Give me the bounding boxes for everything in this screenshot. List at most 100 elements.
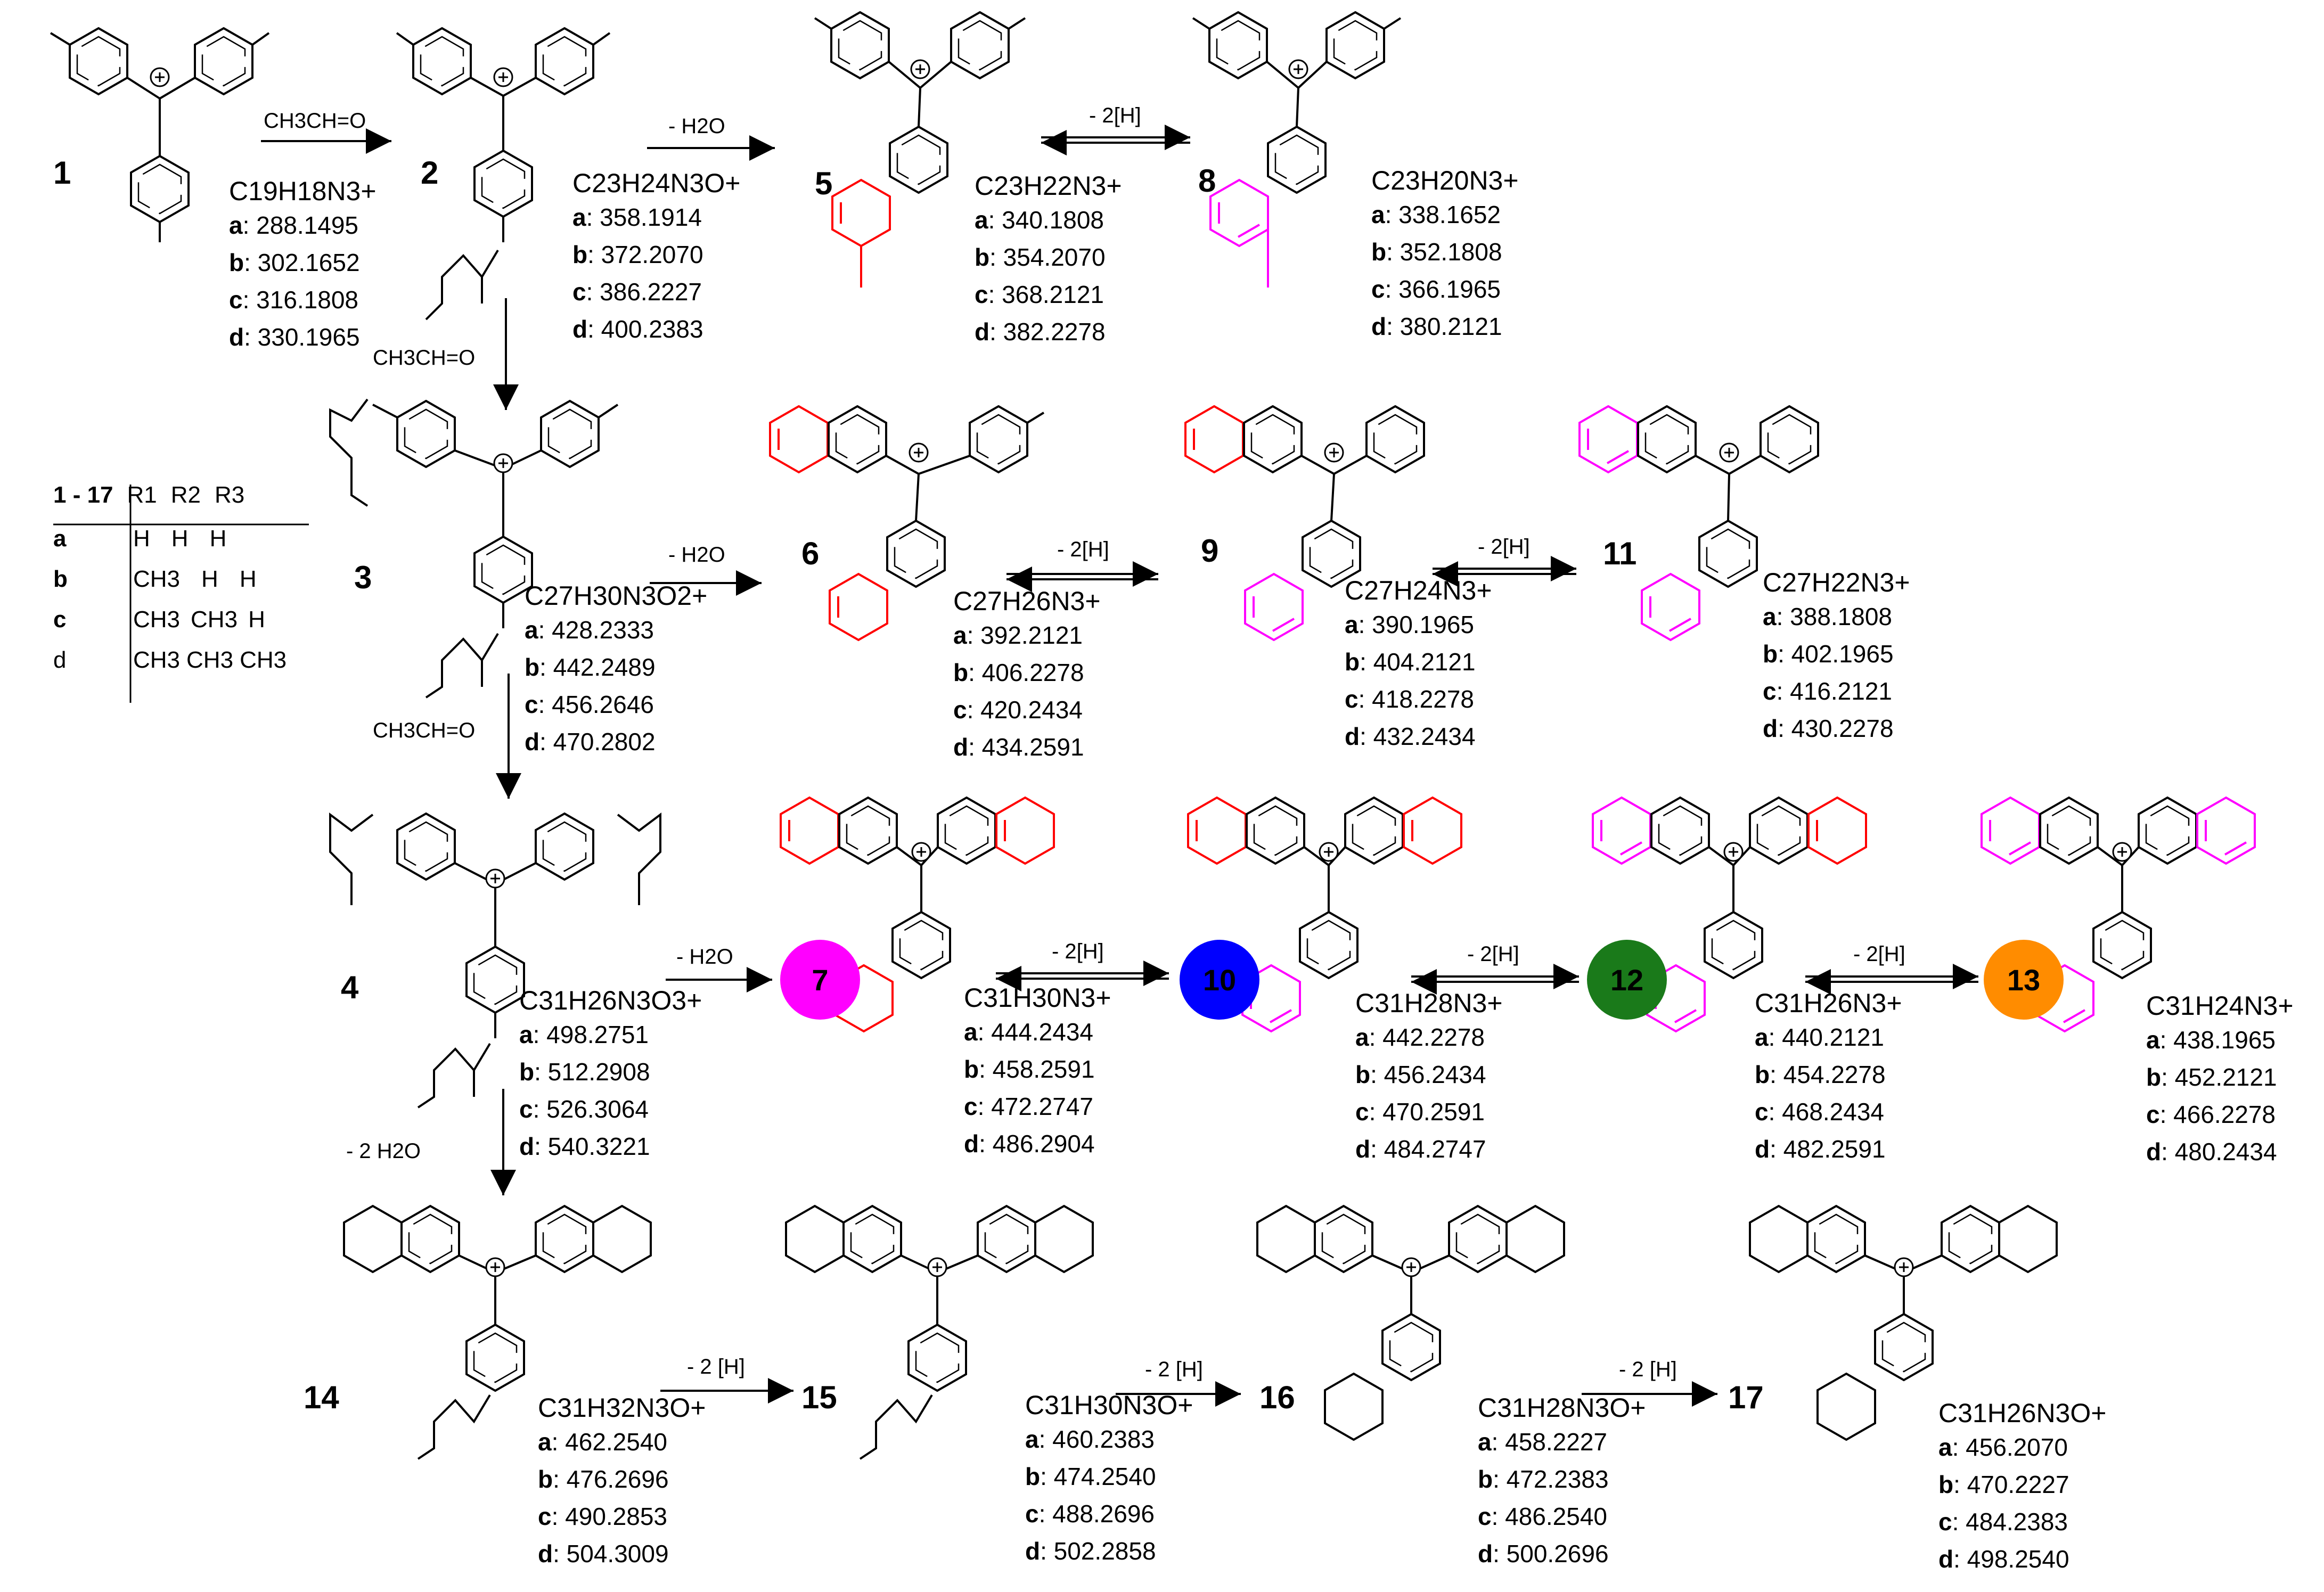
data-block-12: C31H26N3+ a: 440.2121 b: 454.2278 c: 468… (1755, 988, 1902, 1168)
structure-3 (329, 398, 619, 699)
formula-6: C27H26N3+ (953, 586, 1101, 616)
formula-1: C19H18N3+ (229, 176, 377, 206)
data-block-11: C27H22N3+ a: 388.1808 b: 402.1965 c: 416… (1763, 567, 1910, 747)
structure-5 (814, 11, 1026, 288)
structure-17 (1749, 1204, 2058, 1441)
reagent-3-to-6: - H2O (668, 543, 725, 567)
data-block-7: C31H30N3+ a: 444.2434 b: 458.2591 c: 472… (964, 982, 1111, 1162)
structure-6 (769, 405, 1045, 641)
compound-number-4: 4 (341, 970, 359, 1005)
reagent-12-to-13: - 2[H] (1853, 942, 1905, 966)
structure-12 (1592, 797, 1867, 1032)
data-block-2: C23H24N3O+ a: 358.1914 b: 372.2070 c: 38… (572, 168, 740, 348)
formula-3: C27H30N3O2+ (525, 581, 708, 611)
structure-13 (1981, 797, 2256, 1032)
formula-5: C23H22N3+ (975, 171, 1122, 201)
mass-list-3: a: 428.2333 b: 442.2489 c: 456.2646 d: 4… (525, 616, 656, 756)
mass-list-2: a: 358.1914 b: 372.2070 c: 386.2227 d: 4… (572, 203, 703, 343)
mass-list-13: a: 438.1965 b: 452.2121 c: 466.2278 d: 4… (2146, 1026, 2277, 1166)
reagent-3-to-4: CH3CH=O (373, 719, 476, 742)
data-block-15: C31H30N3O+ a: 460.2383 b: 474.2540 c: 48… (1025, 1390, 1193, 1570)
data-block-17: C31H26N3O+ a: 456.2070 b: 470.2227 c: 48… (1938, 1398, 2106, 1578)
compound-number-11: 11 (1603, 536, 1637, 571)
formula-15: C31H30N3O+ (1025, 1390, 1193, 1420)
reagent-7-to-10: - 2[H] (1052, 940, 1104, 963)
formula-8: C23H20N3+ (1371, 166, 1519, 195)
data-block-16: C31H28N3O+ a: 458.2227 b: 472.2383 c: 48… (1478, 1392, 1646, 1572)
badge-compound-12: 12 (1587, 940, 1667, 1020)
compound-number-16: 16 (1259, 1380, 1295, 1415)
compound-number-9: 9 (1201, 533, 1219, 569)
mass-list-6: a: 392.2121 b: 406.2278 c: 420.2434 d: 4… (953, 621, 1084, 761)
substituent-table-lines (53, 485, 309, 703)
data-block-6: C27H26N3+ a: 392.2121 b: 406.2278 c: 420… (953, 586, 1101, 766)
reagent-10-to-12: - 2[H] (1467, 942, 1519, 966)
mass-list-12: a: 440.2121 b: 454.2278 c: 468.2434 d: 4… (1755, 1023, 1886, 1163)
structure-2 (396, 27, 611, 321)
compound-number-15: 15 (801, 1380, 837, 1415)
reagent-6-to-9: - 2[H] (1057, 538, 1109, 561)
compound-number-17: 17 (1728, 1380, 1764, 1415)
mass-list-4: a: 498.2751 b: 512.2908 c: 526.3064 d: 5… (519, 1021, 650, 1160)
compound-number-8: 8 (1198, 163, 1216, 199)
reagent-2-to-5: - H2O (668, 114, 725, 138)
structure-11 (1578, 405, 1819, 641)
formula-2: C23H24N3O+ (572, 168, 741, 198)
data-block-10: C31H28N3+ a: 442.2278 b: 456.2434 c: 470… (1355, 988, 1503, 1168)
structure-7 (780, 797, 1055, 1032)
data-block-5: C23H22N3+ a: 340.1808 b: 354.2070 c: 368… (975, 170, 1122, 350)
data-block-4: C31H26N3O3+ a: 498.2751 b: 512.2908 c: 5… (519, 985, 702, 1165)
structure-4 (329, 813, 661, 1109)
mass-list-5: a: 340.1808 b: 354.2070 c: 368.2121 d: 3… (975, 206, 1106, 346)
structure-16 (1256, 1204, 1565, 1441)
mass-list-14: a: 462.2540 b: 476.2696 c: 490.2853 d: 5… (538, 1428, 669, 1568)
mass-list-8: a: 338.1652 b: 352.1808 c: 366.1965 d: 3… (1371, 201, 1502, 340)
badge-compound-13: 13 (1984, 940, 2064, 1020)
formula-7: C31H30N3+ (964, 983, 1111, 1013)
reagent-5-to-8: - 2[H] (1089, 104, 1141, 127)
formula-14: C31H32N3O+ (538, 1393, 706, 1423)
reagent-4-to-14: - 2 H2O (346, 1139, 421, 1163)
data-block-13: C31H24N3+ a: 438.1965 b: 452.2121 c: 466… (2146, 990, 2294, 1170)
formula-11: C27H22N3+ (1763, 568, 1910, 597)
badge-compound-10: 10 (1180, 940, 1259, 1020)
structure-1 (50, 27, 270, 242)
mass-list-15: a: 460.2383 b: 474.2540 c: 488.2696 d: 5… (1025, 1425, 1156, 1565)
reagent-16-to-17: - 2 [H] (1619, 1358, 1677, 1381)
reagent-2-to-3: CH3CH=O (373, 346, 476, 370)
data-block-9: C27H24N3+ a: 390.1965 b: 404.2121 c: 418… (1345, 575, 1492, 755)
compound-number-1: 1 (53, 155, 71, 191)
structure-14 (343, 1204, 652, 1460)
mass-list-7: a: 444.2434 b: 458.2591 c: 472.2747 d: 4… (964, 1018, 1095, 1158)
compound-number-3: 3 (354, 560, 372, 595)
compound-number-5: 5 (815, 166, 833, 201)
formula-12: C31H26N3+ (1755, 988, 1902, 1018)
mass-list-17: a: 456.2070 b: 470.2227 c: 484.2383 d: 4… (1938, 1433, 2069, 1573)
mass-list-10: a: 442.2278 b: 456.2434 c: 470.2591 d: 4… (1355, 1023, 1486, 1163)
formula-16: C31H28N3O+ (1478, 1393, 1646, 1423)
mass-list-11: a: 388.1808 b: 402.1965 c: 416.2121 d: 4… (1763, 603, 1894, 742)
structure-10 (1187, 797, 1462, 1032)
reagent-1-to-2: CH3CH=O (264, 109, 366, 133)
reagent-9-to-11: - 2[H] (1478, 535, 1530, 559)
mass-list-1: a: 288.1495 b: 302.1652 c: 316.1808 d: 3… (229, 211, 360, 351)
structure-8 (1192, 11, 1402, 288)
formula-4: C31H26N3O3+ (519, 986, 702, 1015)
data-block-1: C19H18N3+ a: 288.1495 b: 302.1652 c: 316… (229, 176, 377, 356)
compound-number-14: 14 (304, 1380, 339, 1415)
formula-17: C31H26N3O+ (1938, 1398, 2107, 1428)
formula-9: C27H24N3+ (1345, 576, 1492, 605)
reagent-14-to-15: - 2 [H] (687, 1355, 745, 1378)
compound-number-2: 2 (421, 155, 439, 191)
structure-15 (785, 1204, 1094, 1460)
badge-compound-7: 7 (780, 940, 860, 1020)
formula-10: C31H28N3+ (1355, 988, 1503, 1018)
mass-list-16: a: 458.2227 b: 472.2383 c: 486.2540 d: 5… (1478, 1428, 1609, 1568)
mass-list-9: a: 390.1965 b: 404.2121 c: 418.2278 d: 4… (1345, 611, 1476, 750)
